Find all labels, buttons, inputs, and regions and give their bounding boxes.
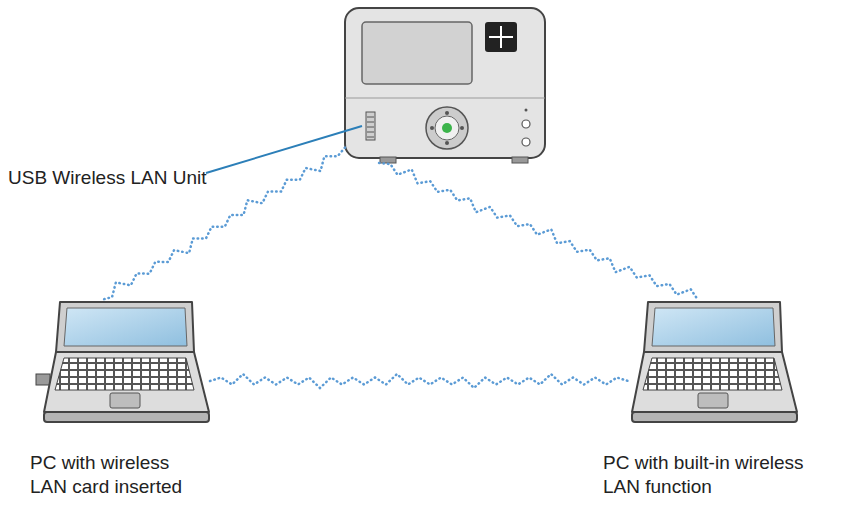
laptop-illustration xyxy=(632,302,797,422)
projector-illustration xyxy=(345,8,545,163)
wireless-link xyxy=(210,374,628,388)
wireless-link xyxy=(101,148,345,301)
laptop-illustration xyxy=(36,302,209,422)
device-label: USB Wireless LAN Unit xyxy=(8,166,207,190)
link-layer xyxy=(101,148,698,389)
device-label: PC with wireless LAN card inserted xyxy=(30,451,202,499)
device-node: USB Wireless LAN Unit xyxy=(345,8,545,163)
device-label: PC with built-in wireless LAN function xyxy=(603,451,839,499)
device-node: PC with built-in wireless LAN function xyxy=(628,300,803,435)
leader-line xyxy=(206,126,362,173)
wireless-link xyxy=(379,163,698,300)
device-node: PC with wireless LAN card inserted xyxy=(42,300,210,435)
